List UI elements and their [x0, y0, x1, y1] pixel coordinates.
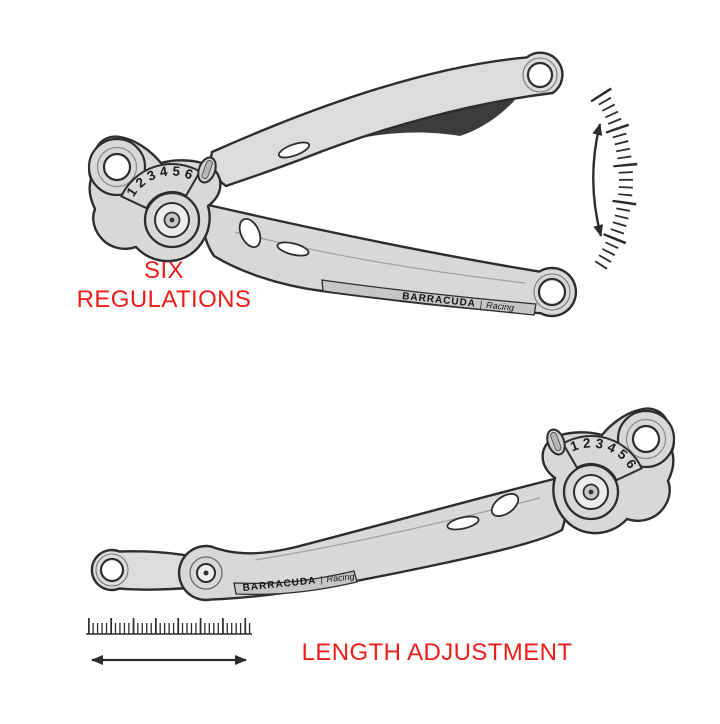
tip-pivot-ring: [189, 556, 223, 590]
caption-line-1: SIX: [144, 257, 184, 284]
bottom-lever-figure: BARRACUDA|Racing 1 2 3 4 5 6: [86, 407, 676, 665]
lever-blade: [177, 475, 568, 602]
length-adjustment-label: LENGTH ADJUSTMENT: [301, 639, 573, 666]
arm-slot-cutout: [277, 141, 311, 159]
blade-slot-cutout: [276, 241, 310, 257]
blade-teardrop-cutout: [490, 493, 520, 517]
dial-number: 5: [172, 163, 181, 179]
angle-scale-minor-ticks: [594, 90, 633, 270]
blade-tip-hole: [537, 277, 567, 307]
clamp-body-assembly: [87, 135, 222, 263]
blade-tip-ring: [533, 273, 571, 311]
blade-ridge-line: [234, 231, 526, 284]
six-regulations-label: SIX REGULATIONS: [58, 256, 270, 315]
rotation-arrow: [592, 123, 603, 237]
clamp-body-assembly: [541, 407, 676, 535]
tip-end-hole: [99, 557, 125, 583]
blade-teardrop-cutout: [238, 217, 262, 249]
brand-separator-text: |: [479, 299, 482, 309]
dial-number: 4: [158, 164, 168, 180]
tip-pivot-dot: [203, 570, 209, 576]
brand-strip: [321, 279, 537, 316]
dial-number: 3: [594, 436, 604, 452]
blade-slot-cutout: [446, 515, 480, 531]
caption-line-2: REGULATIONS: [76, 286, 252, 314]
top-lever-figure: BARRACUDA|Racing 1 2 3 4 5 6: [87, 51, 638, 318]
brand-separator-text: |: [320, 575, 323, 585]
extension-tip-arm: [90, 548, 206, 592]
arm-tip-hole: [526, 61, 554, 89]
lever-arm-raised: [209, 51, 564, 188]
lever-blade: [201, 202, 578, 318]
brand-model-text: Racing: [486, 300, 515, 313]
brand-model-text: Racing: [326, 571, 355, 584]
tip-end-ring: [95, 553, 129, 587]
brand-strip: [233, 570, 358, 596]
dial-number: 2: [582, 435, 591, 451]
arm-tip-ring: [522, 57, 558, 93]
